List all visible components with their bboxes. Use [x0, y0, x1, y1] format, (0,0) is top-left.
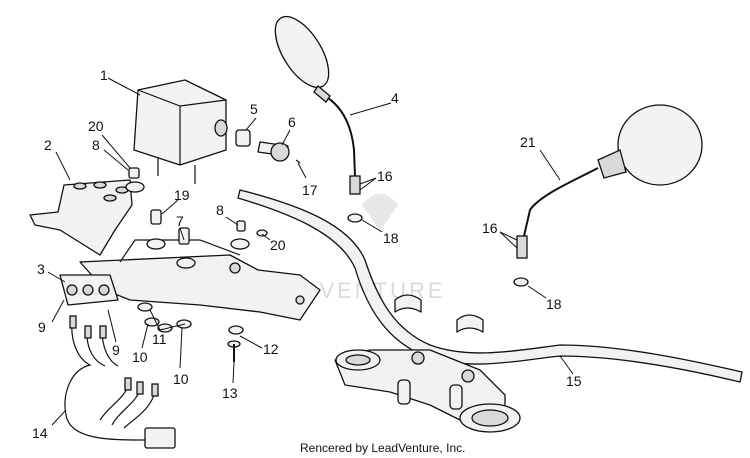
callout-5: 5: [250, 101, 258, 117]
part-3-switch-block: [59, 274, 119, 306]
part-14-wiring-harness: [64, 315, 176, 449]
callout-12: 12: [263, 341, 279, 357]
callout-14: 14: [32, 425, 48, 441]
callout-3: 3: [37, 261, 45, 277]
callout-18b: 18: [546, 296, 562, 312]
callout-19: 19: [174, 187, 190, 203]
callout-11: 11: [152, 331, 167, 347]
leader-lines: [47, 77, 574, 426]
part-15-handlebar: [237, 189, 743, 383]
part-4-left-mirror: [274, 15, 363, 223]
callout-6: 6: [288, 114, 296, 130]
callout-labels: 1 2 3 4 5 6 7 8 8 9 9 10 10 11 12 13 14 …: [32, 67, 582, 441]
callout-13: 13: [222, 385, 238, 401]
callout-18a: 18: [383, 230, 399, 246]
handlebar-clamps: [394, 294, 484, 333]
credit-line: Rencered by LeadVenture, Inc.: [300, 441, 465, 455]
callout-4: 4: [391, 90, 399, 106]
callout-8a: 8: [92, 137, 100, 153]
callout-17: 17: [302, 182, 318, 198]
callout-20a: 20: [88, 118, 104, 134]
spacers-and-bushings: [125, 167, 268, 269]
callout-9b: 9: [112, 342, 120, 358]
callout-7: 7: [176, 213, 184, 229]
callout-16b: 16: [482, 220, 498, 236]
callout-8b: 8: [216, 202, 224, 218]
callout-2: 2: [44, 137, 52, 153]
part-5-6-fitting: [235, 129, 301, 164]
callout-20b: 20: [270, 237, 286, 253]
callout-15: 15: [566, 373, 582, 389]
part-21-right-mirror: [513, 104, 703, 287]
callout-16a: 16: [377, 168, 393, 184]
callout-9a: 9: [38, 319, 46, 335]
callout-21: 21: [520, 134, 536, 150]
part-2-bracket: [29, 179, 133, 256]
part-1-control-box: [133, 79, 228, 184]
callout-10b: 10: [173, 371, 189, 387]
callout-1: 1: [100, 67, 108, 83]
callout-10a: 10: [132, 349, 148, 365]
mounting-plate: [79, 239, 321, 321]
top-yoke: [334, 349, 521, 433]
